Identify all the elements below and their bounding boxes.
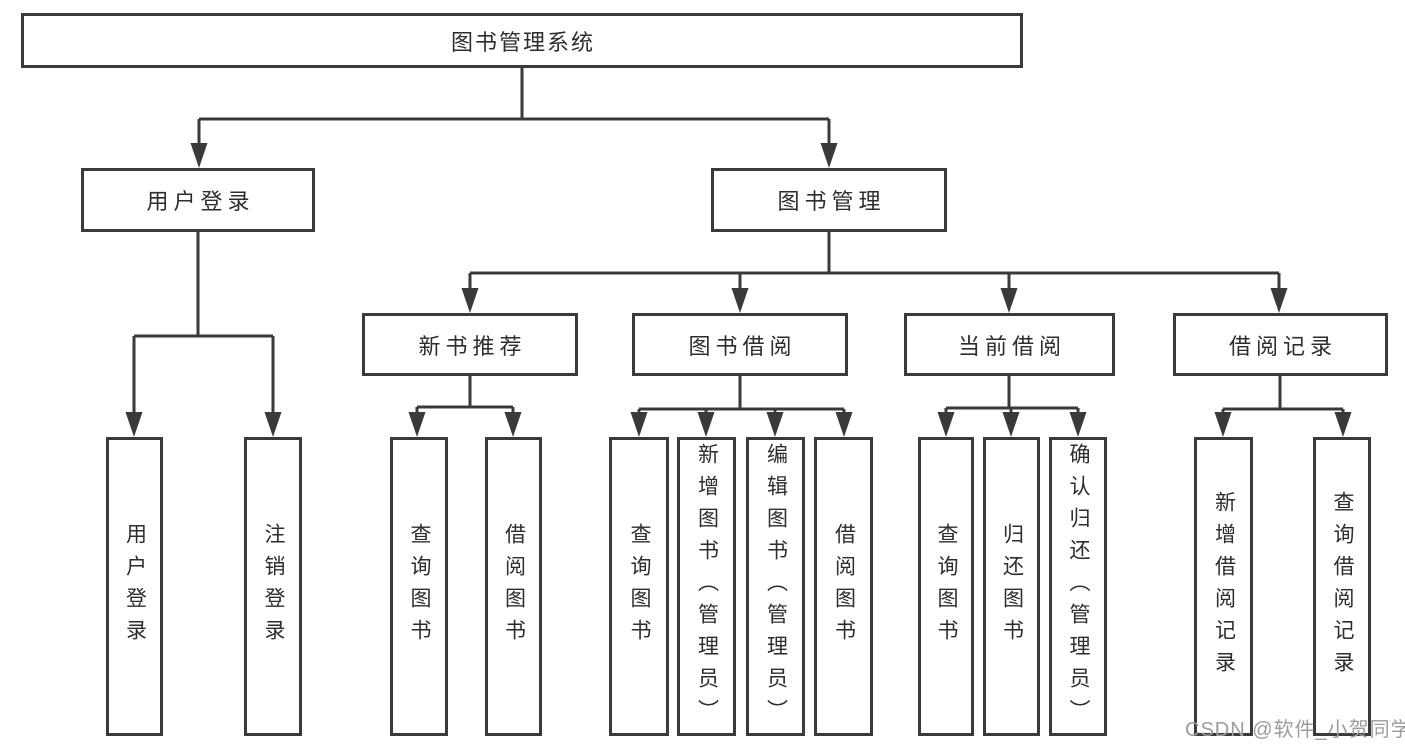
leaf-query-books: 查询图书 xyxy=(390,437,448,736)
connector-line xyxy=(639,376,844,411)
arrow-down-icon xyxy=(264,412,282,437)
arrow-down-icon xyxy=(630,412,648,437)
arrow-down-icon xyxy=(125,412,143,437)
node-book-management: 图书管理 xyxy=(711,168,947,232)
arrow-down-icon xyxy=(1334,412,1352,437)
arrow-down-icon xyxy=(461,288,479,313)
arrow-down-icon xyxy=(1214,412,1232,437)
arrow-down-icon xyxy=(835,412,853,437)
leaf-edit-books-admin: 编辑图书（管理员） xyxy=(746,437,805,736)
leaf-query-books-borrow: 查询图书 xyxy=(609,437,669,736)
arrow-down-icon xyxy=(1270,288,1288,313)
node-book-borrowing: 图书借阅 xyxy=(632,313,848,376)
csdn-watermark: CSDN @软件_小贺同学 xyxy=(1185,719,1405,741)
connector-line xyxy=(417,376,513,409)
connector-line xyxy=(946,376,1078,410)
connector-line xyxy=(1223,376,1343,411)
leaf-logout: 注销登录 xyxy=(244,437,302,736)
arrow-down-icon xyxy=(1069,412,1087,437)
arrow-down-icon xyxy=(697,412,715,437)
node-user-login: 用户登录 xyxy=(81,168,315,232)
leaf-query-books-current: 查询图书 xyxy=(918,437,974,736)
node-new-book-recommend: 新书推荐 xyxy=(362,313,578,376)
arrow-down-icon xyxy=(1002,412,1020,437)
leaf-add-books-admin: 新增图书（管理员） xyxy=(677,437,736,736)
arrow-down-icon xyxy=(731,288,749,313)
connector-line xyxy=(199,68,829,121)
leaf-query-borrow-record: 查询借阅记录 xyxy=(1313,437,1371,736)
arrow-down-icon xyxy=(190,143,208,168)
arrow-down-icon xyxy=(820,143,838,168)
leaf-confirm-return-admin: 确认归还（管理员） xyxy=(1049,437,1107,736)
arrow-down-icon xyxy=(408,412,426,437)
node-current-borrowing: 当前借阅 xyxy=(904,313,1115,376)
node-library-management-system: 图书管理系统 xyxy=(21,13,1023,68)
leaf-user-login: 用户登录 xyxy=(106,437,163,736)
node-borrowing-records: 借阅记录 xyxy=(1173,313,1388,376)
leaf-borrow-books: 借阅图书 xyxy=(485,437,542,736)
arrow-down-icon xyxy=(1000,288,1018,313)
arrow-down-icon xyxy=(766,412,784,437)
connector-line xyxy=(134,232,273,338)
arrow-down-icon xyxy=(937,412,955,437)
arrow-down-icon xyxy=(504,412,522,437)
leaf-return-books: 归还图书 xyxy=(983,437,1040,736)
leaf-borrow-books-2: 借阅图书 xyxy=(814,437,873,736)
connector-line xyxy=(470,232,1279,275)
leaf-add-borrow-record: 新增借阅记录 xyxy=(1194,437,1253,736)
